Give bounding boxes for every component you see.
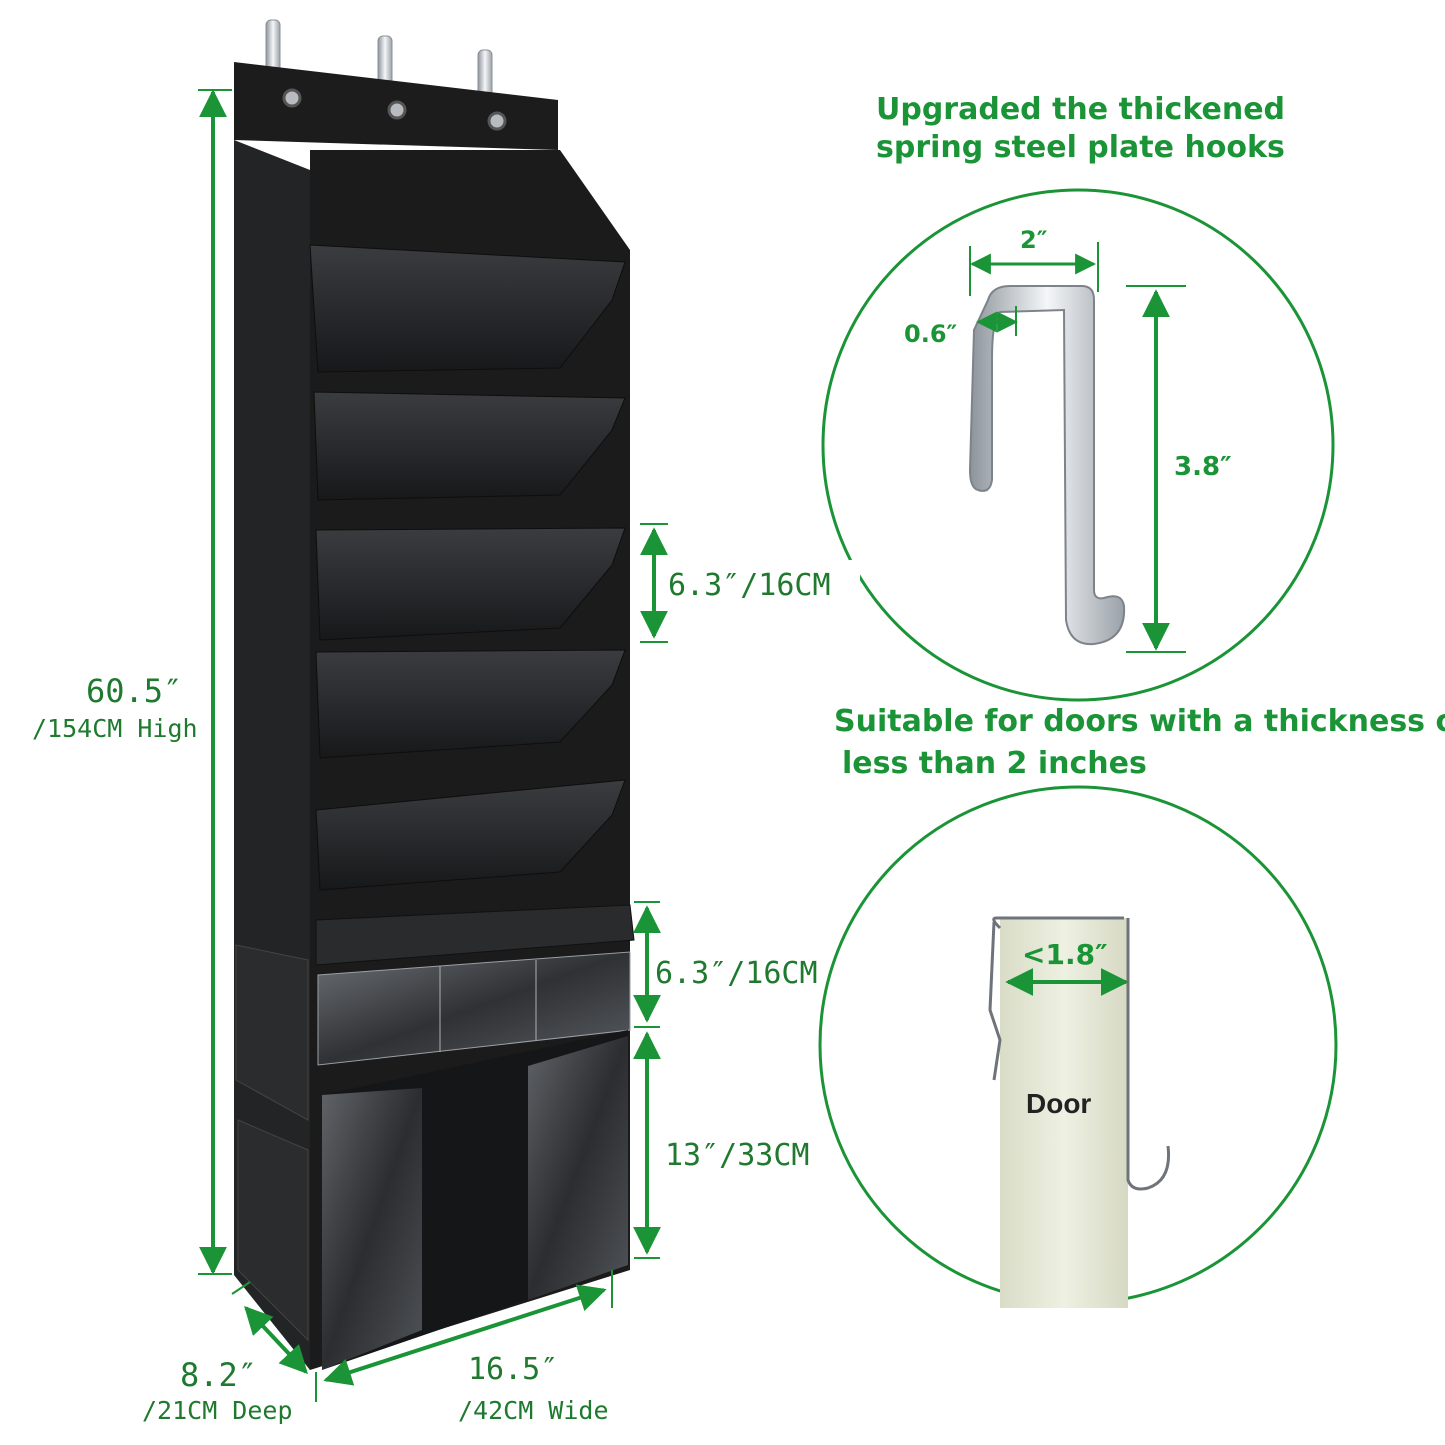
door-heading-line2: less than 2 inches (842, 746, 1147, 781)
grommet-icon (487, 111, 507, 131)
pocket-height-label: 6.3″/16CM (668, 568, 831, 603)
door-heading-line1: Suitable for doors with a thickness of (834, 704, 1445, 739)
bottom-height-label: 13″/33CM (665, 1138, 810, 1173)
height-value-label: 60.5″ (86, 672, 183, 710)
hook-detail-circle (820, 188, 1335, 702)
grommet-icon (282, 88, 302, 108)
height-detail-label: /154CM High (32, 714, 198, 743)
clear-pockets (317, 951, 631, 1066)
hook-heading-line2: spring steel plate hooks (876, 130, 1285, 165)
width-value-label: 16.5″ (468, 1352, 559, 1387)
door-label: Door (1026, 1088, 1092, 1119)
depth-detail-label: /21CM Deep (142, 1396, 293, 1425)
hook-thickness-label: 0.6″ (904, 320, 958, 348)
pockets (309, 244, 626, 891)
width-detail-label: /42CM Wide (458, 1396, 609, 1425)
hook-width-label: 2″ (1020, 226, 1048, 254)
door-detail-circle (818, 785, 1338, 1308)
hook-height-label: 3.8″ (1174, 452, 1232, 482)
spring-steel-hook-icon (968, 285, 1126, 646)
hook-heading-line1: Upgraded the thickened (876, 92, 1286, 127)
depth-value-label: 8.2″ (180, 1356, 258, 1394)
door-organizer (234, 19, 635, 1370)
door-gap-label: <1.8″ (1022, 938, 1108, 971)
organizer-hooks (265, 19, 493, 99)
basket-height-label: 6.3″/16CM (655, 956, 818, 991)
organizer-dimension-lines (198, 89, 668, 1402)
grommet-icon (387, 100, 407, 120)
